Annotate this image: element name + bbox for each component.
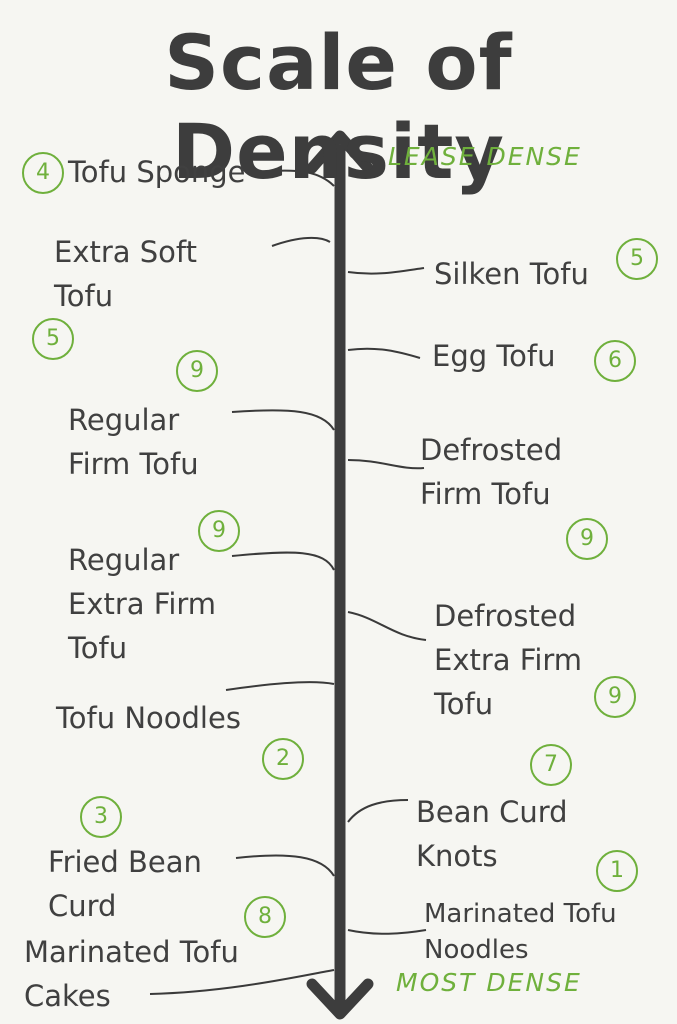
number-badge: 9 [594,676,636,718]
number-badge: 9 [176,350,218,392]
leader-regular-extra-firm [231,551,335,571]
leader-bean-curd-knots [347,799,409,823]
leader-defrosted-firm [347,459,425,470]
axis-arrow-bottom [306,978,374,1020]
number-badge: 3 [80,796,122,838]
label-silken-tofu: Silken Tofu [434,257,589,291]
leader-silken [347,267,425,275]
number-badge: 9 [566,518,608,560]
top-extreme-label: LEASE DENSE [388,142,582,171]
label-marinated-tofu-noodles: Marinated Tofu Noodles [424,899,617,965]
number-badge: 4 [22,152,64,194]
label-tofu-noodles: Tofu Noodles [56,701,241,735]
number-badge: 1 [596,850,638,892]
label-fried-bean-curd: Fried Bean Curd [48,845,202,923]
number-badge: 8 [244,896,286,938]
label-tofu-sponge: Tofu Sponge [68,155,246,189]
number-badge: 5 [32,318,74,360]
label-extra-soft-tofu: Extra Soft Tofu [54,235,197,313]
label-marinated-tofu-cakes: Marinated Tofu Cakes [24,935,239,1013]
label-bean-curd-knots: Bean Curd Knots [416,795,568,873]
label-regular-firm-tofu: Regular Firm Tofu [68,403,199,481]
label-egg-tofu: Egg Tofu [432,339,556,373]
leader-regular-firm [231,409,335,431]
number-badge: 6 [594,340,636,382]
bottom-extreme-label: MOST DENSE [396,968,582,997]
label-regular-extra-firm-tofu: Regular Extra Firm Tofu [68,543,217,665]
label-defrosted-extra-firm-tofu: Defrosted Extra Firm Tofu [434,599,583,721]
number-badge: 7 [530,744,572,786]
number-badge: 2 [262,738,304,780]
leader-marinated-noodles [347,929,427,935]
leader-egg [347,347,421,359]
number-badge: 9 [198,510,240,552]
number-badge: 5 [616,238,658,280]
page-title: Scale of Density [164,18,513,196]
axis-arrow-top [306,130,374,174]
leader-extra-soft [271,236,331,247]
label-defrosted-firm-tofu: Defrosted Firm Tofu [420,433,563,511]
leader-fried-bean-curd [235,854,335,877]
leader-defrosted-extra-firm [347,611,427,641]
leader-tofu-sponge [257,169,335,187]
leader-tofu-noodles [225,681,335,691]
leader-marinated-cakes [149,969,335,995]
